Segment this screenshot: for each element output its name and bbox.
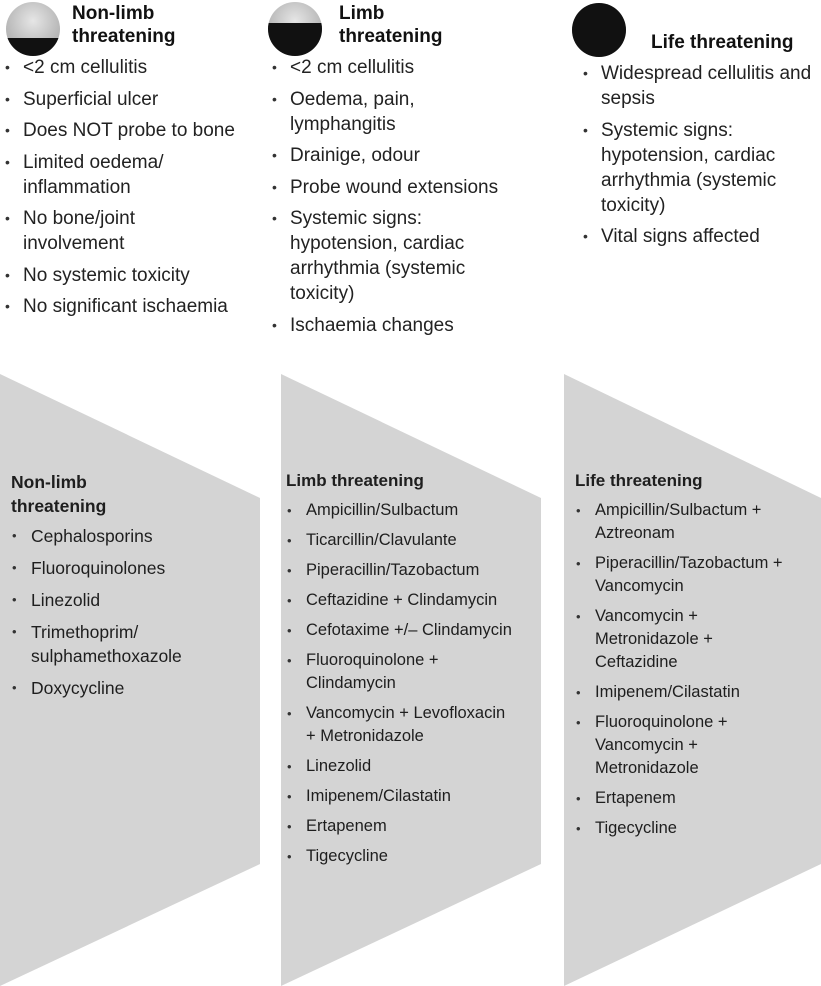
- list-item: Fluoroquinolone + Vancomycin + Metronida…: [575, 711, 797, 780]
- list-item: No significant ischaemia: [5, 294, 235, 319]
- treatment-list: CephalosporinsFluoroquinolonesLinezolidT…: [11, 524, 251, 700]
- treatment-title: Non-limb threatening: [11, 472, 107, 516]
- severity-circle-icon: [572, 3, 626, 57]
- list-item: Linezolid: [286, 755, 516, 778]
- list-item: Ticarcillin/Clavulante: [286, 529, 516, 552]
- list-item: Does NOT probe to bone: [5, 118, 235, 143]
- symptom-list: <2 cm cellulitisSuperficial ulcerDoes NO…: [5, 55, 235, 326]
- list-item: Imipenem/Cilastatin: [286, 785, 516, 808]
- list-item: No systemic toxicity: [5, 263, 235, 288]
- treatment-title: Limb threatening: [286, 471, 424, 490]
- severity-fill: [268, 22, 322, 56]
- list-item: Fluoroquinolones: [11, 556, 251, 580]
- list-item: No bone/joint involvement: [5, 206, 235, 256]
- treatment-list: Ampicillin/SulbactumTicarcillin/Clavulan…: [286, 499, 516, 868]
- severity-circle-icon: [6, 2, 60, 56]
- list-item: Doxycycline: [11, 676, 251, 700]
- list-item: Systemic signs: hypotension, cardiac arr…: [272, 206, 512, 306]
- symptom-list: Widespread cellulitis and sepsisSystemic…: [583, 61, 815, 256]
- list-item: Cephalosporins: [11, 524, 251, 548]
- treatment-panel-limb: Limb threatening Ampicillin/SulbactumTic…: [286, 469, 536, 875]
- list-item: Oedema, pain, lymphangitis: [272, 87, 512, 137]
- column-title: Limb threatening: [339, 3, 443, 47]
- list-item: <2 cm cellulitis: [5, 55, 235, 80]
- list-item: Tigecycline: [286, 845, 516, 868]
- treatment-panel-life: Life threatening Ampicillin/Sulbactum + …: [575, 469, 821, 847]
- list-item: Drainige, odour: [272, 143, 512, 168]
- treatment-title: Life threatening: [575, 471, 703, 490]
- list-item: Ertapenem: [286, 815, 516, 838]
- severity-fill: [572, 3, 626, 57]
- list-item: Ampicillin/Sulbactum + Aztreonam: [575, 499, 797, 545]
- list-item: Fluoroquinolone + Clindamycin: [286, 649, 516, 695]
- list-item: Ertapenem: [575, 787, 797, 810]
- column-title: Non-limb threatening: [72, 3, 176, 47]
- list-item: <2 cm cellulitis: [272, 55, 512, 80]
- list-item: Limited oedema/ inflammation: [5, 150, 235, 200]
- severity-circle-icon: [268, 2, 322, 56]
- list-item: Piperacillin/Tazobactum + Vancomycin: [575, 552, 797, 598]
- list-item: Widespread cellulitis and sepsis: [583, 61, 815, 111]
- list-item: Piperacillin/Tazobactum: [286, 559, 516, 582]
- treatment-panel-non-limb: Non-limb threatening CephalosporinsFluor…: [11, 470, 251, 708]
- list-item: Tigecycline: [575, 817, 797, 840]
- treatment-list: Ampicillin/Sulbactum + AztreonamPiperaci…: [575, 499, 797, 840]
- list-item: Trimethoprim/ sulphamethoxazole: [11, 620, 251, 668]
- list-item: Ischaemia changes: [272, 313, 512, 338]
- list-item: Imipenem/Cilastatin: [575, 681, 797, 704]
- list-item: Probe wound extensions: [272, 175, 512, 200]
- list-item: Ampicillin/Sulbactum: [286, 499, 516, 522]
- list-item: Cefotaxime +/– Clindamycin: [286, 619, 516, 642]
- column-title: Life threatening: [651, 32, 794, 53]
- list-item: Vancomycin + Metronidazole + Ceftazidine: [575, 605, 797, 674]
- symptom-list: <2 cm cellulitisOedema, pain, lymphangit…: [272, 55, 512, 344]
- severity-fill: [6, 38, 60, 56]
- list-item: Vital signs affected: [583, 224, 815, 249]
- list-item: Vancomycin + Levofloxacin + Metronidazol…: [286, 702, 516, 748]
- list-item: Systemic signs: hypotension, cardiac arr…: [583, 118, 815, 218]
- list-item: Ceftazidine + Clindamycin: [286, 589, 516, 612]
- list-item: Linezolid: [11, 588, 251, 612]
- list-item: Superficial ulcer: [5, 87, 235, 112]
